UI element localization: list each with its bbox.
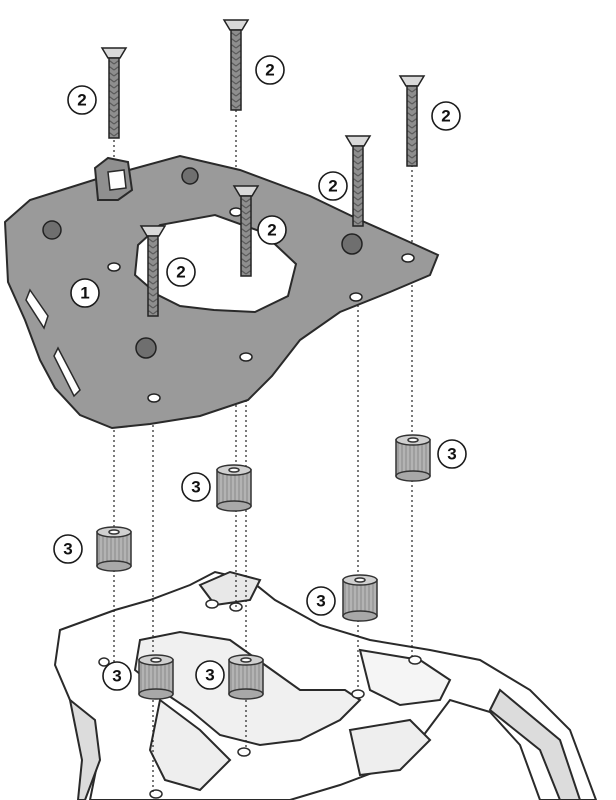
svg-text:2: 2 [77,91,86,110]
screw [398,75,426,167]
callout-part-3: 3 [181,472,211,502]
callout-part-2: 2 [431,101,461,131]
callout-part-3: 3 [306,586,336,616]
spacer [228,654,264,700]
callout-part-3: 3 [102,661,132,691]
svg-text:2: 2 [267,221,276,240]
spacer [342,574,378,622]
screws [100,19,426,317]
svg-text:3: 3 [316,592,325,611]
screw [232,185,260,277]
spacer [138,654,174,700]
svg-text:3: 3 [63,540,72,559]
svg-text:2: 2 [328,177,337,196]
rack-holes [98,599,422,799]
callout-part-2: 2 [67,85,97,115]
callouts: 1 2 2 2 2 2 2 3 3 3 3 3 [53,55,467,691]
screw [139,225,167,317]
callout-part-2: 2 [255,55,285,85]
callout-part-2: 2 [318,171,348,201]
plate-holes [107,207,415,403]
screw [100,47,128,139]
svg-text:2: 2 [441,107,450,126]
callout-part-2: 2 [257,215,287,245]
spacer [216,464,252,512]
svg-text:2: 2 [176,263,185,282]
rack-frame [53,570,598,800]
screw [222,19,250,111]
spacers [96,434,431,700]
screw [344,135,372,227]
mounting-plate [3,154,440,430]
svg-text:3: 3 [112,667,121,686]
svg-text:3: 3 [447,445,456,464]
svg-text:3: 3 [191,478,200,497]
callout-part-3: 3 [195,660,225,690]
spacer [96,526,132,572]
spacer [395,434,431,482]
plate-bosses [42,167,363,359]
callout-part-3: 3 [437,439,467,469]
svg-text:1: 1 [80,284,89,303]
svg-text:3: 3 [205,666,214,685]
callout-part-3: 3 [53,534,83,564]
callout-part-1: 1 [70,278,100,308]
callout-part-2: 2 [166,257,196,287]
svg-text:2: 2 [265,61,274,80]
